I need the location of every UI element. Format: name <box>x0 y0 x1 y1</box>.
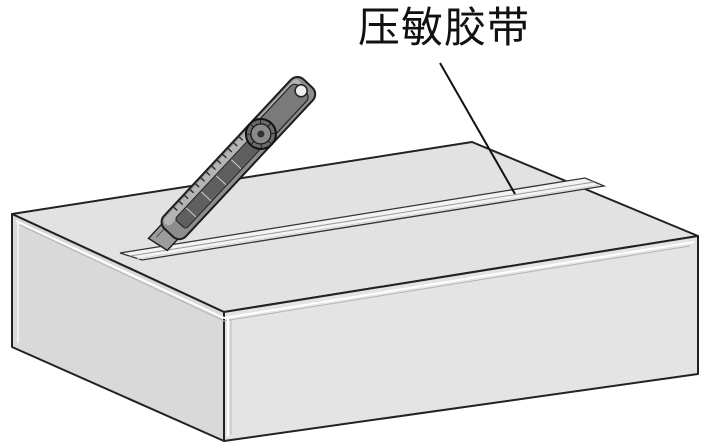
box-front-face <box>223 235 699 442</box>
callout-leader-line <box>439 62 516 195</box>
box-edge-bevels <box>15 220 695 436</box>
callout-label-tape: 压敏胶带 <box>358 3 531 52</box>
pressure-sensitive-tape <box>119 177 607 261</box>
utility-knife <box>147 75 317 252</box>
knife-end-hole <box>294 84 308 98</box>
cardboard-box <box>11 141 699 442</box>
